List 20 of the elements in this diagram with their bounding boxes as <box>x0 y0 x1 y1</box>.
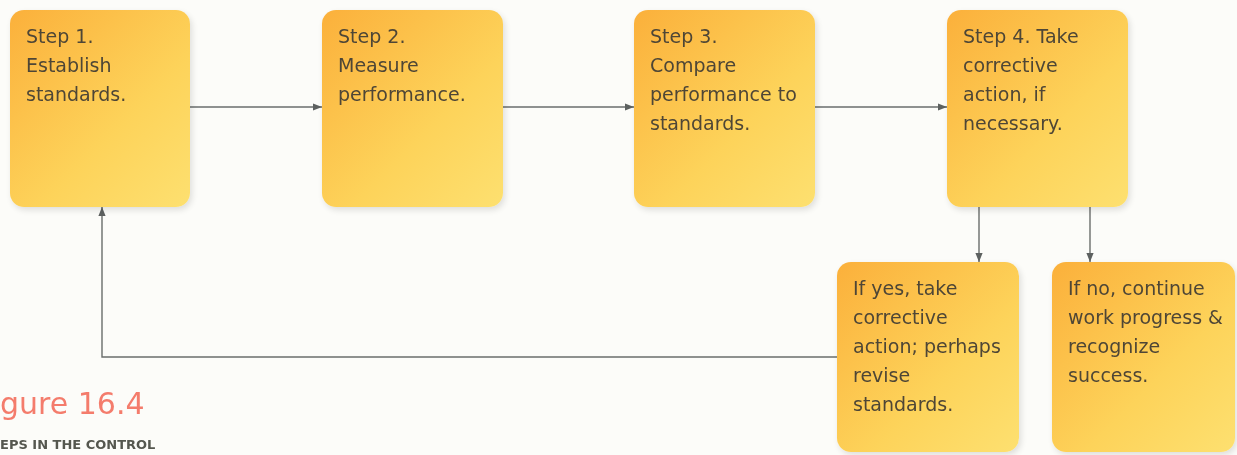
step-text: Step 3. Compare performance to standards. <box>650 24 798 136</box>
arrow <box>98 206 838 358</box>
arrow <box>975 206 983 263</box>
step-text: If no, continue work progress & recognize success. <box>1068 276 1223 388</box>
step-text: Step 2. Measure performance. <box>338 24 467 107</box>
arrow <box>814 103 948 111</box>
figure-title: EPS IN THE CONTROL <box>0 436 156 453</box>
step-text: Step 4. Take corrective action, if necessary. <box>963 24 1080 136</box>
figure-number: gure 16.4 <box>0 386 145 422</box>
process-box <box>837 262 1019 452</box>
process-box <box>1052 262 1235 452</box>
process-box <box>322 10 503 207</box>
process-box <box>10 10 190 207</box>
step-text: Step 1. Establish standards. <box>26 24 128 107</box>
arrow <box>1086 206 1094 263</box>
arrow <box>189 103 323 111</box>
process-box <box>634 10 815 207</box>
process-box <box>947 10 1128 207</box>
arrow <box>502 103 635 111</box>
step-text: If yes, take corrective action; perhaps revise standards. <box>853 276 1002 417</box>
